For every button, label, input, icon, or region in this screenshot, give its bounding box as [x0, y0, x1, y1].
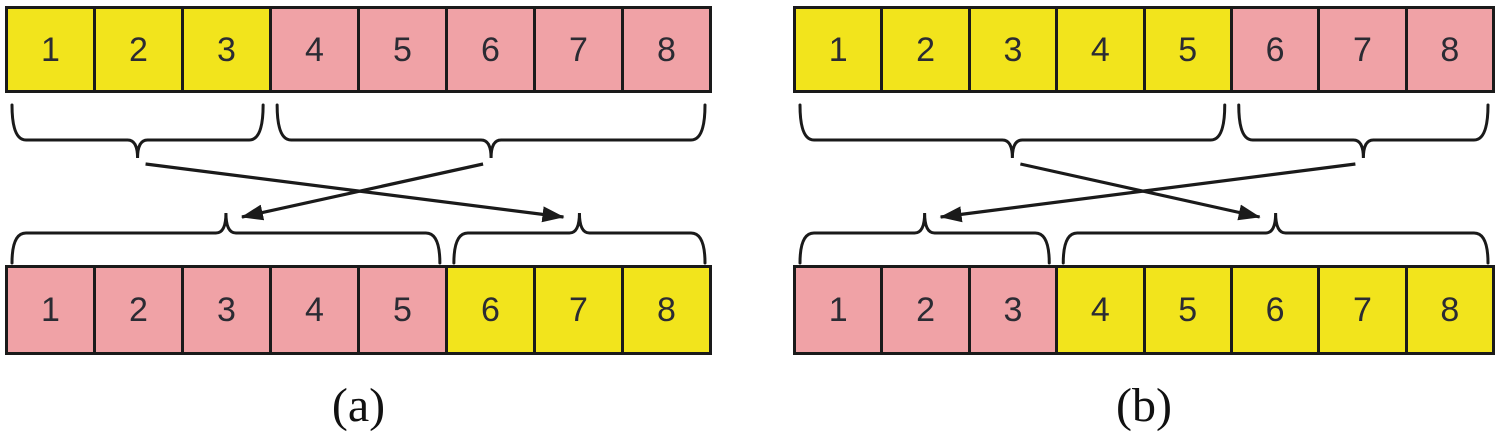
array-cell: 4 — [272, 9, 360, 90]
array-cell: 8 — [624, 9, 709, 90]
array-cell: 2 — [883, 9, 971, 90]
figure-label: (b) — [1116, 379, 1172, 432]
top-group-brace — [1237, 103, 1490, 159]
array-cell: 6 — [448, 9, 536, 90]
bottom-group-brace — [1061, 212, 1490, 265]
array-cell: 6 — [1232, 9, 1321, 90]
array-cell: 6 — [1232, 268, 1321, 352]
array-cell: 8 — [1407, 9, 1492, 90]
array-cell: 3 — [184, 268, 272, 352]
array-cell: 1 — [8, 9, 96, 90]
bottom-group-brace — [10, 212, 442, 265]
array-cell: 3 — [970, 9, 1059, 90]
array-cell: 2 — [96, 9, 184, 90]
array-cell: 1 — [796, 268, 884, 352]
array-cell: 4 — [1058, 268, 1146, 352]
swap-arrow — [145, 162, 565, 223]
array-cell: 2 — [883, 268, 971, 352]
array-cell: 5 — [1145, 268, 1233, 352]
array-cell: 1 — [8, 268, 96, 352]
array-cell: 8 — [624, 268, 709, 352]
bottom-group-brace — [798, 212, 1051, 265]
bottom-group-brace — [452, 212, 707, 265]
array-cell: 4 — [1058, 9, 1146, 90]
array-cell: 2 — [96, 268, 184, 352]
array-cell: 5 — [1145, 9, 1233, 90]
array-cell: 7 — [1320, 9, 1408, 90]
array-cell: 3 — [970, 268, 1059, 352]
braces-and-swap-arrows — [798, 103, 1490, 265]
array-cell: 3 — [184, 9, 272, 90]
array-cell: 6 — [448, 268, 536, 352]
array-cell: 5 — [360, 268, 448, 352]
array-cell: 7 — [1320, 268, 1408, 352]
array-cell: 5 — [360, 9, 448, 90]
array-cell: 4 — [272, 268, 360, 352]
array-cell: 7 — [536, 9, 624, 90]
array-cell: 8 — [1407, 268, 1492, 352]
swap-arrow — [939, 162, 1356, 223]
top-group-brace — [275, 103, 707, 159]
figure-label: (a) — [331, 379, 386, 432]
swap-arrow — [240, 162, 484, 221]
array-cell: 1 — [796, 9, 884, 90]
array-cell: 7 — [536, 268, 624, 352]
braces-and-swap-arrows — [10, 103, 707, 265]
top-group-brace — [798, 103, 1227, 159]
top-group-brace — [10, 103, 265, 159]
